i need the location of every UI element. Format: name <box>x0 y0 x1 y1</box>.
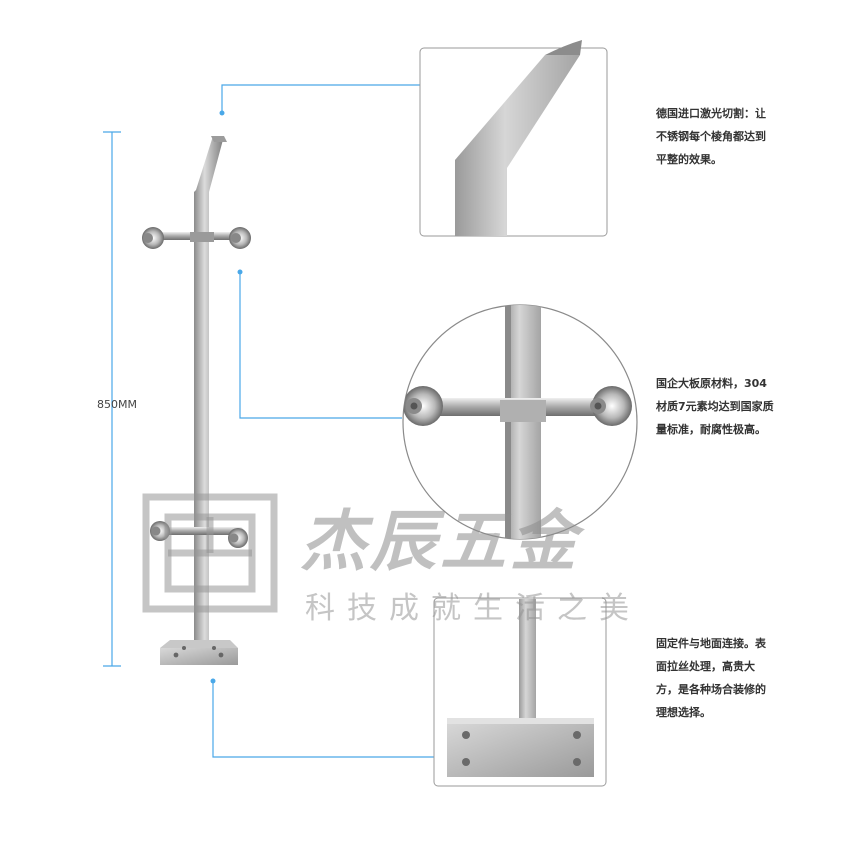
caption-material: 国企大板原材料，304材质7元素均达到国家质量标准，耐腐性极高。 <box>656 377 774 436</box>
leader-lines <box>212 84 434 758</box>
detail-laser-cut-image <box>419 40 608 237</box>
detail-base-image <box>433 597 607 787</box>
watermark-slogan-text: 科技成就生活之美 <box>305 591 641 626</box>
leader-dots <box>210 110 243 684</box>
detail-material-image <box>402 304 638 540</box>
height-dimension-label: 850MM <box>97 398 137 411</box>
watermark-brand-text: 杰辰五金 <box>300 502 580 580</box>
watermark-logo <box>142 493 278 613</box>
caption-base: 固定件与地面连接。表面拉丝处理，高贵大方，是各种场合装修的理想选择。 <box>656 637 766 719</box>
height-dimension-line <box>103 131 121 667</box>
caption-laser-cut: 德国进口激光切割：让不锈钢每个棱角都达到平整的效果。 <box>656 107 766 166</box>
